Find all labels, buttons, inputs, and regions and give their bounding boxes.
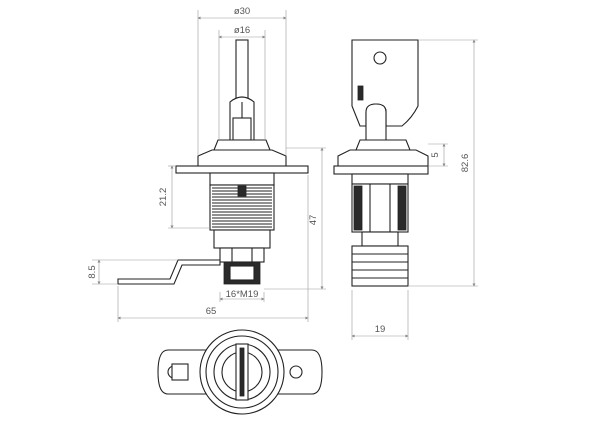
- thread-lines: [212, 187, 272, 228]
- dim-w65: 65: [206, 306, 217, 317]
- dim-d16: ø16: [234, 25, 250, 36]
- front-view: [117, 39, 309, 285]
- dim-h5: 5: [430, 152, 441, 157]
- dim-thread: 16*M19: [226, 289, 259, 300]
- dim-w19: 19: [375, 324, 386, 335]
- dim-h826: 82.6: [460, 154, 471, 173]
- side-view: [333, 39, 429, 287]
- dim-d30: ø30: [234, 6, 250, 17]
- dim-h212: 21.2: [158, 188, 169, 207]
- side-thread-lines: [353, 185, 407, 231]
- front-view-dimensions: ø30 ø16 21.2 47 8.5 16*M19 65: [87, 6, 326, 322]
- dim-h85: 8.5: [87, 265, 98, 278]
- dim-h47: 47: [308, 215, 319, 226]
- side-view-dimensions: 82.6 5 19: [351, 39, 478, 340]
- bottom-view: [157, 329, 323, 415]
